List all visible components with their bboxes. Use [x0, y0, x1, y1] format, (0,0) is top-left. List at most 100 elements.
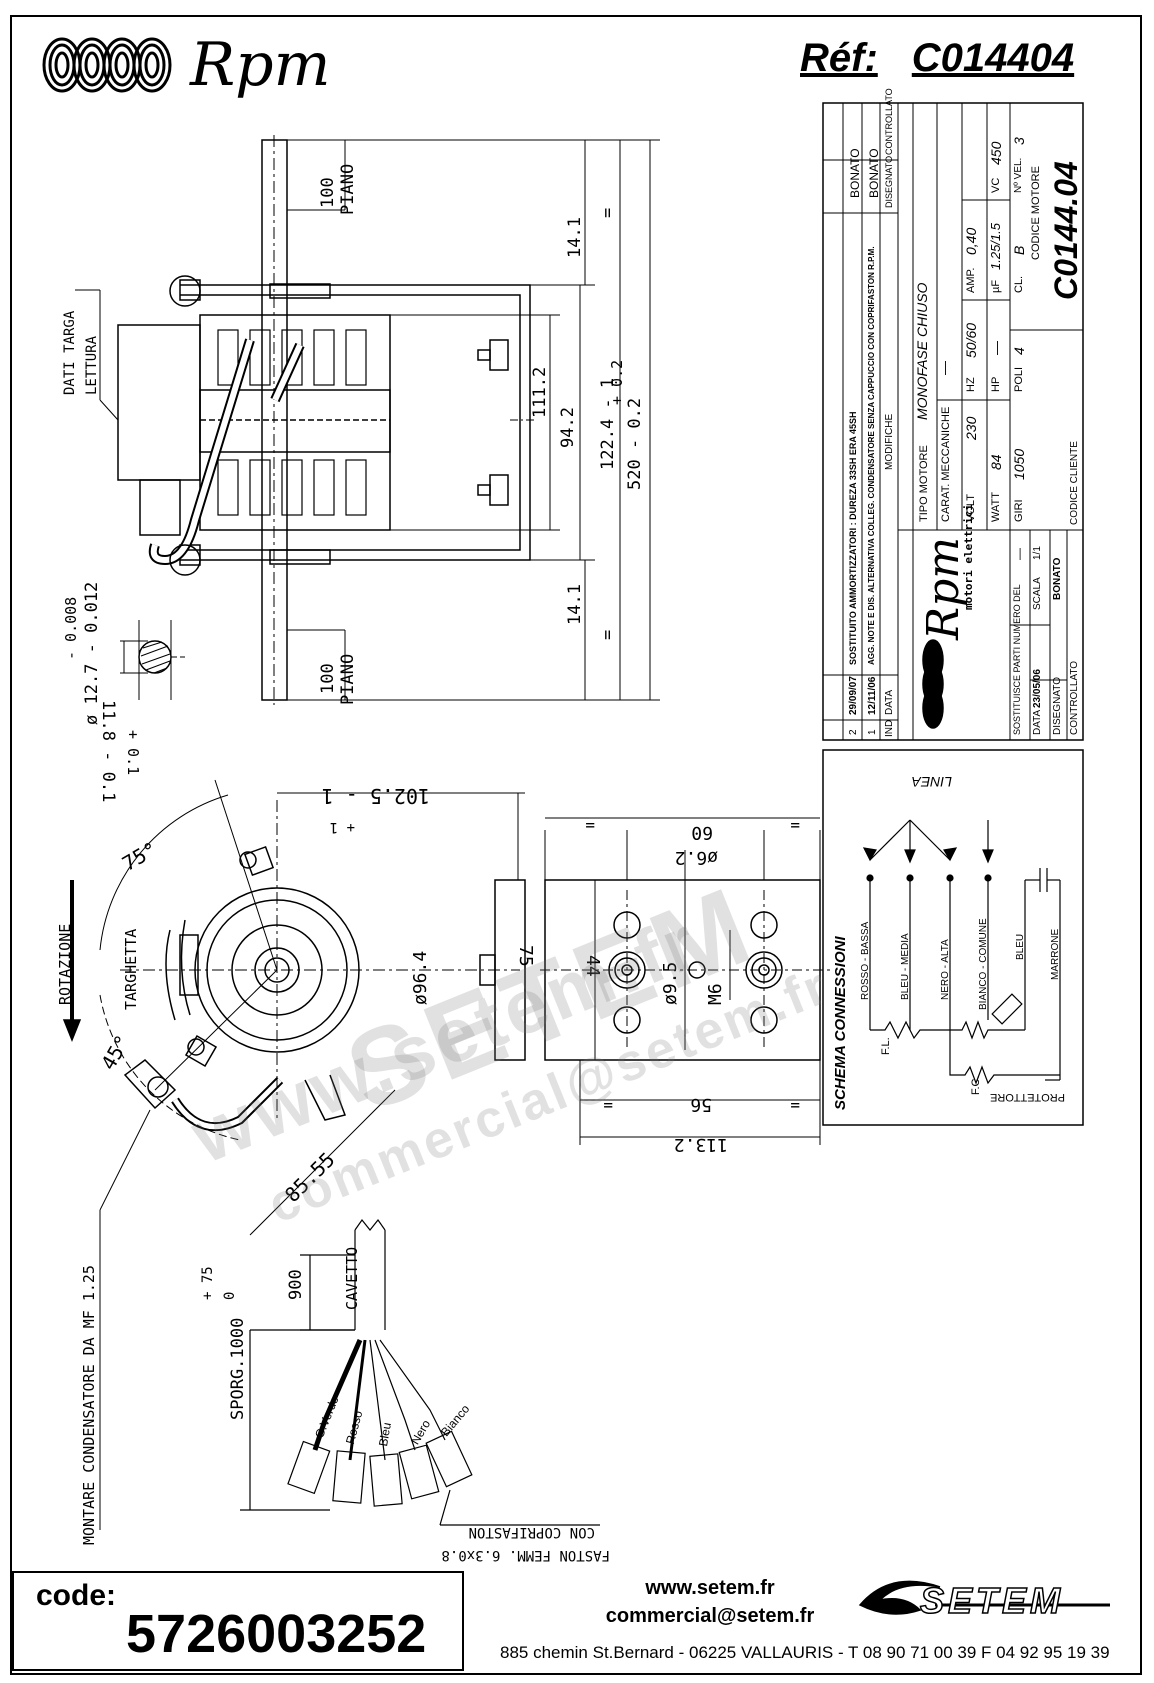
faston-4 [398, 1444, 440, 1500]
poli-value: 4 [1011, 347, 1027, 355]
email-link[interactable]: commercial@setem.fr [605, 1605, 815, 1627]
drawing-frame [10, 15, 1142, 1675]
faston-3 [369, 1453, 403, 1507]
faston-1 [287, 1440, 331, 1495]
col-data: DATA [884, 689, 895, 715]
uf-value: 1.25/1.5 [988, 223, 1003, 270]
nameplate-box [117, 324, 201, 481]
schema-title: SCHEMA CONNESSIONI [832, 936, 849, 1110]
faston-2 [332, 1450, 366, 1504]
hp-value: — [988, 341, 1004, 355]
data-label: DATA [1032, 709, 1043, 735]
cl-value: B [1011, 245, 1027, 255]
dim-100-top: 100 [318, 177, 338, 208]
dim-14-1-top: 14.1 [565, 217, 585, 258]
note-faston: FASTON FEMM. 6.3x0.8 [441, 1547, 610, 1563]
dim-102-tol: + 1 [329, 819, 355, 835]
codice-motore: C0144.04 [1048, 161, 1084, 300]
carat-value: — [936, 361, 952, 375]
ref-label: Réf: [800, 36, 878, 80]
rev-2-text: SOSTITUITO AMMORTIZZATORI : DUREZA 33SH … [848, 411, 858, 665]
vc-value: 450 [988, 141, 1004, 165]
nvel-label: Nº VEL. [1013, 157, 1024, 193]
amp-label: AMP. [965, 267, 977, 293]
wire-rosso-bassa: ROSSO - BASSA [860, 921, 871, 1000]
eq-side-2: = [790, 816, 800, 835]
reference: Réf: C014404 [800, 36, 1074, 81]
watt-value: 84 [988, 454, 1004, 470]
carat-label: CARAT. MECCANICHE [940, 406, 952, 522]
rev-1-date: 12/11/06 [867, 676, 878, 715]
nvel-value: 3 [1011, 137, 1027, 145]
wire-marrone: MARRONE [1050, 928, 1061, 980]
rpm-coils-icon [42, 37, 172, 93]
rev-2-ind: 2 [848, 729, 859, 735]
giri-label: GIRI [1013, 499, 1025, 522]
schema-linea: LINEA [911, 774, 952, 790]
label-rotazione: ROTAZIONE [56, 923, 74, 1005]
hz-label: HZ [965, 377, 977, 392]
rev-2-by: BONATO [848, 148, 862, 198]
rev-1-ind: 1 [867, 729, 878, 735]
schema-fc: F.C. [970, 1075, 982, 1095]
disegnato-label: DISEGNATO [1052, 677, 1063, 735]
dim-900: 900 [286, 1269, 306, 1300]
dim-113: 113.2 [673, 1134, 728, 1155]
wire-bleu-media: BLEU - MEDIA [900, 933, 911, 1000]
code-box: code: 5726003252 [12, 1571, 464, 1671]
tipo-motore: MONOFASE CHIUSO [914, 282, 930, 420]
brand-name: Rpm [190, 30, 331, 100]
tol-520: + 0.2 [608, 359, 626, 405]
shaft-flat-tol: + 0.1 [124, 730, 142, 776]
mounting-bracket [180, 284, 531, 561]
piano-top: PIANO [338, 163, 358, 215]
col-disegnato: DISEGNATO [884, 155, 894, 208]
watt-label: WATT [990, 492, 1002, 522]
col-controllato: CONTROLLATO [884, 88, 894, 155]
shaft-flat: 11.8 - 0.1 [98, 700, 118, 803]
dim-sporg: SPORG.1000 [228, 1317, 248, 1420]
poli-label: POLI [1013, 366, 1025, 392]
sostituisce-value: — [1012, 548, 1026, 560]
title-block [822, 102, 1084, 741]
website-link[interactable]: www.setem.fr [645, 1577, 775, 1599]
data-value: 23/05/06 [1032, 669, 1043, 708]
ref-value: C014404 [911, 36, 1075, 80]
title-rpm-sub: motori elettrici [962, 504, 975, 610]
hp-label: HP [990, 376, 1002, 392]
rev-2-date: 29/09/07 [848, 676, 859, 715]
dim-102: 102.5 - 1 [321, 784, 430, 808]
wire-nero-alta: NERO - ALTA [940, 939, 951, 1000]
hz-value: 50/60 [963, 322, 979, 358]
eq-bottom: = [598, 629, 618, 640]
dim-14-1-bottom: 14.1 [565, 584, 585, 625]
dim-520: 520 - 0.2 [625, 397, 645, 490]
uf-label: µF [990, 279, 1002, 293]
eq-side-4: = [790, 1096, 800, 1115]
note-coprifaston: CON COPRIFASTON [468, 1524, 595, 1540]
sporg-tol-zero: 0 [222, 1291, 238, 1300]
code-label: code: [36, 1579, 117, 1612]
scala-value: 1/1 [1032, 546, 1043, 560]
shaft-tol-top: - 0.008 [62, 596, 80, 660]
rev-1-text: AGG. NOTE E DIS. ALTERNATIVA COLLEG. CON… [867, 246, 876, 665]
code-value: 5726003252 [126, 1604, 427, 1664]
eq-top: = [598, 207, 618, 218]
col-ind: IND [884, 719, 895, 737]
schema-fl: F.L. [880, 1037, 892, 1055]
piano-bottom: PIANO [338, 653, 358, 705]
address-line: 885 chemin St.Bernard - 06225 VALLAURIS … [500, 1643, 1110, 1662]
tipo-motore-label: TIPO MOTORE [918, 445, 930, 522]
disegnato-value: BONATO [1052, 557, 1063, 600]
note-condensatore: MONTARE CONDENSATORE DA MF 1.25 [80, 1265, 98, 1545]
wire-bleu-cap: BLEU [1015, 933, 1026, 960]
capacitor-mount [123, 1059, 177, 1110]
dim-60: 60 [691, 822, 713, 843]
label-lettura: LETTURA [84, 335, 100, 395]
col-modifiche: MODIFICHE [884, 413, 895, 470]
rev-1-by: BONATO [867, 148, 881, 198]
sostituisce-label: SOSTITUISCE PARTI NUMERO DEL [1012, 584, 1022, 735]
rpm-logo: Rpm [40, 25, 330, 105]
label-dati-targa: DATI TARGA [62, 310, 78, 395]
